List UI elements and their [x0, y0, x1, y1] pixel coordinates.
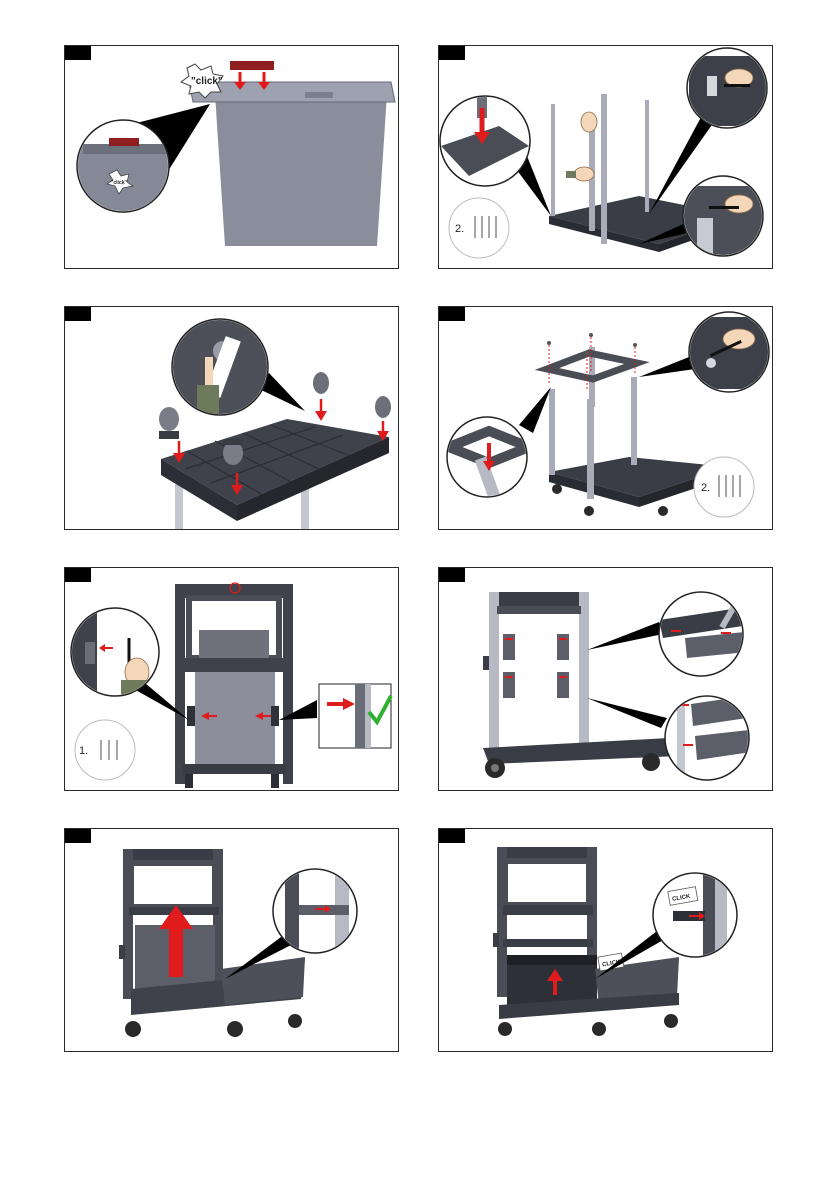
caster-wheel-icon — [313, 372, 329, 394]
step-panel-5: 1. — [64, 567, 399, 791]
bin-handle — [305, 92, 333, 98]
bracket-icon — [503, 634, 569, 698]
top-frame-illustration: 2. — [439, 307, 773, 530]
step-panel-4: 2. — [438, 306, 773, 530]
pole — [601, 94, 607, 244]
caster-install-illustration — [65, 307, 399, 530]
pole-insert-illustration: 2. — [439, 46, 773, 269]
caster-wheel-icon — [159, 407, 179, 439]
screwdriver-icon — [724, 84, 750, 87]
clip-bar — [230, 61, 274, 70]
hardware-count: 2. — [701, 482, 710, 494]
pole — [551, 104, 555, 216]
step-panel-8: CLICK CLICK — [438, 828, 773, 1052]
bin-clip-illustration: "click" "click" — [65, 46, 399, 269]
drawer-insert-illustration: CLICK CLICK — [439, 829, 773, 1052]
bracket-install-illustration — [439, 568, 773, 791]
side-screws-illustration: 1. — [65, 568, 399, 791]
caster-wheel-icon — [375, 396, 391, 418]
click-label-small: "click" — [111, 180, 127, 186]
hand-icon — [574, 167, 594, 181]
hand-icon — [581, 112, 597, 132]
caster-wheel-icon — [223, 439, 243, 465]
step-panel-2: 2. — [438, 45, 773, 269]
click-label-large: "click" — [191, 76, 223, 87]
bin-body — [215, 94, 387, 246]
pole — [645, 100, 649, 212]
step-panel-6 — [438, 567, 773, 791]
shelf-slide-illustration — [65, 829, 399, 1052]
hardware-count: 1. — [79, 745, 88, 757]
step-panel-1: "click" "click" — [64, 45, 399, 269]
step-panel-3 — [64, 306, 399, 530]
step-panel-7 — [64, 828, 399, 1052]
hardware-count: 2. — [455, 223, 464, 235]
